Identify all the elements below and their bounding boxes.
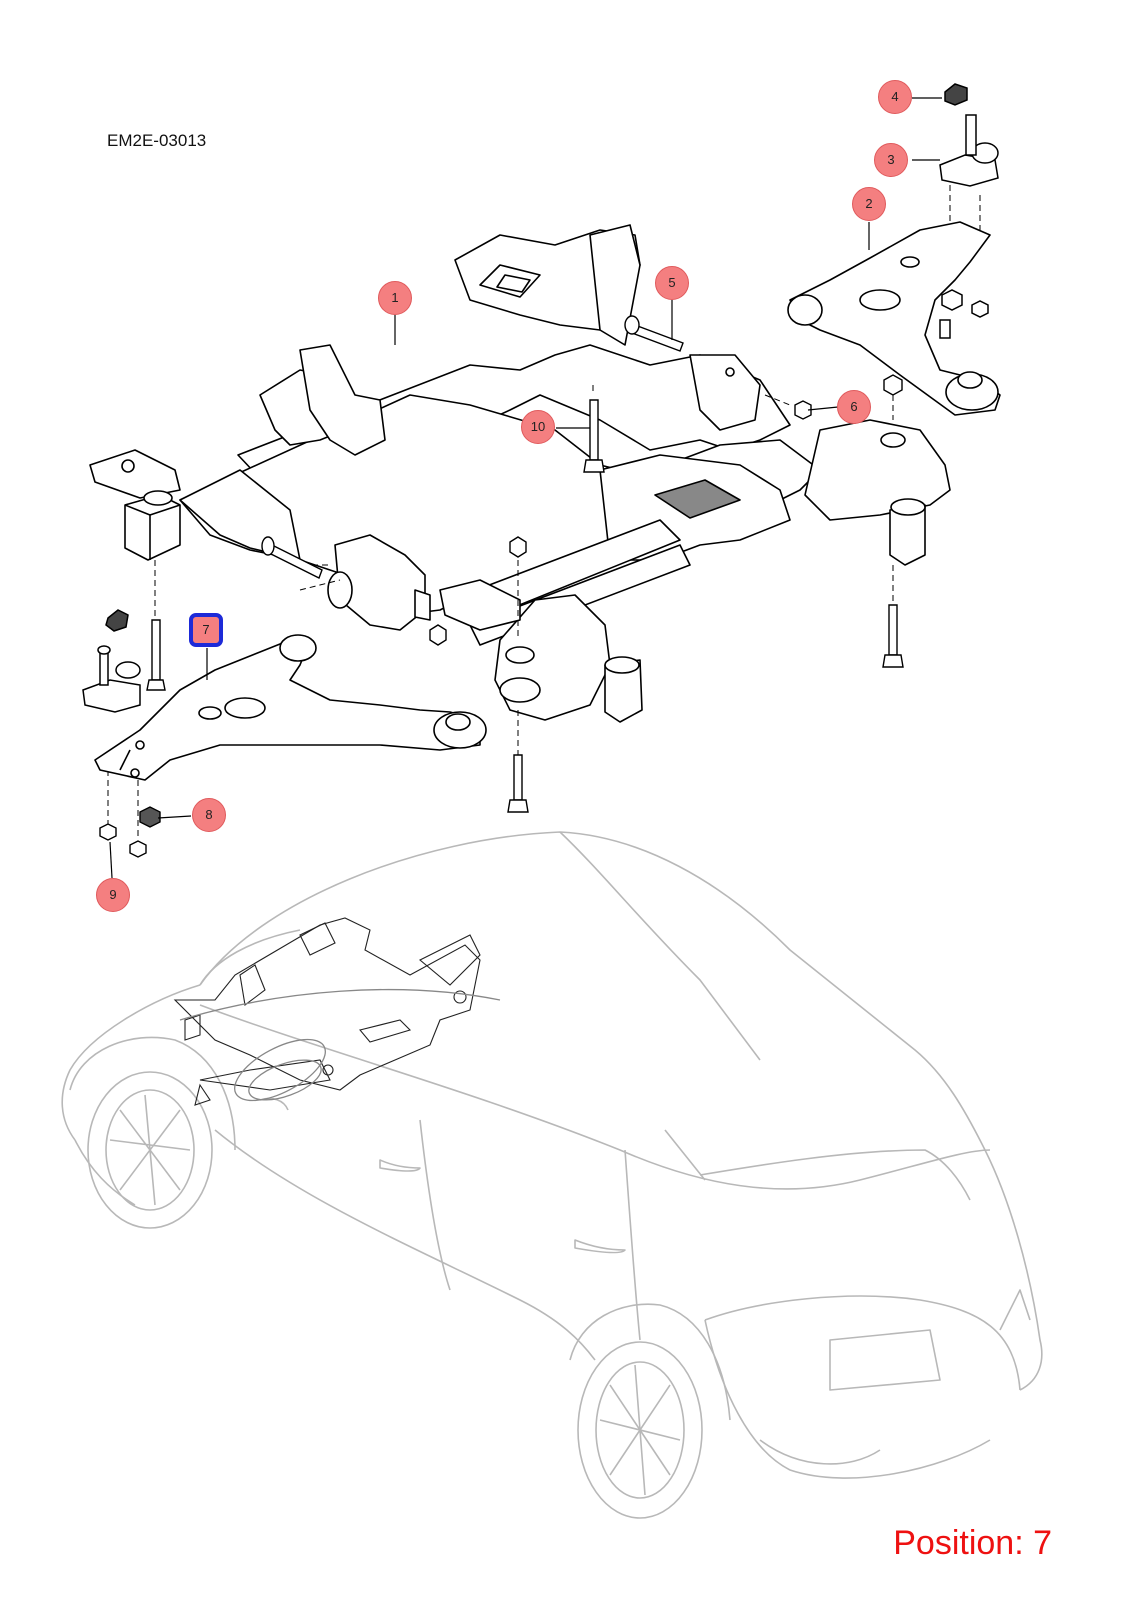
callout-5[interactable]: 5 [655,266,689,300]
bolts [261,315,904,813]
callout-9[interactable]: 9 [96,878,130,912]
ball-joint-right [939,83,999,339]
callout-4[interactable]: 4 [878,80,912,114]
callout-6[interactable]: 6 [837,390,871,424]
nuts-8-9 [99,806,161,858]
vehicle-ring-lines [179,988,501,1102]
callout-leaders [109,97,942,879]
ball-joint-left [82,609,141,713]
callout-2[interactable]: 2 [852,187,886,221]
callout-3[interactable]: 3 [874,143,908,177]
subframe-assembly [89,224,951,723]
callout-1[interactable]: 1 [378,281,412,315]
diagram-code-label: EM2E-03013 [107,131,207,150]
bolt-left-vertical [146,619,166,691]
lower-control-arm-right [787,221,1001,416]
callout-8[interactable]: 8 [192,798,226,832]
position-indicator: Position: 7 [893,1524,1052,1562]
callout-10[interactable]: 10 [521,410,555,444]
vehicle-outline [61,831,1043,1519]
lower-control-arm-left [94,634,487,781]
vehicle-subframe-inset [173,917,481,1106]
assembly-guide-lines [107,185,981,840]
callout-7[interactable]: 7 [189,613,223,647]
